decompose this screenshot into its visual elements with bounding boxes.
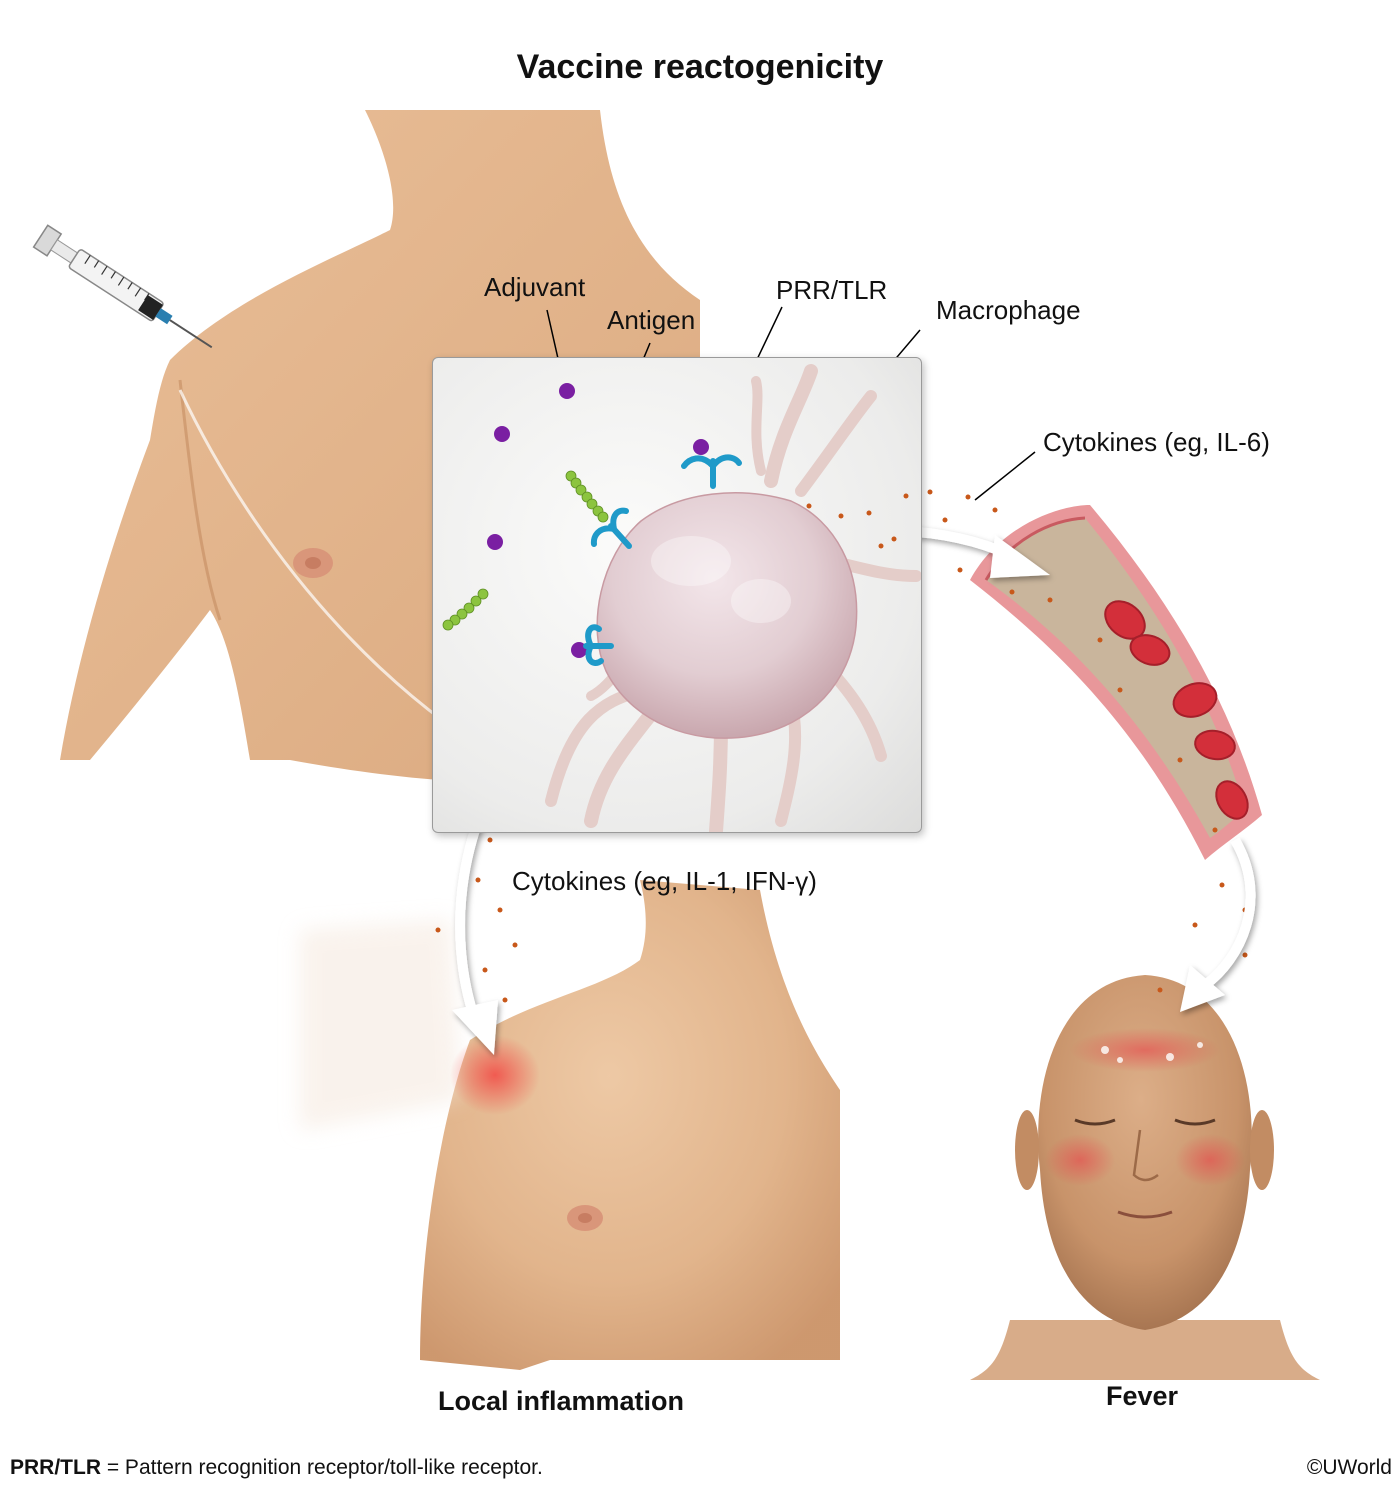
macrophage-panel — [432, 357, 922, 833]
label-prr-tlr: PRR/TLR — [776, 275, 888, 305]
fever-head — [970, 975, 1320, 1380]
label-antigen: Antigen — [607, 305, 696, 335]
macrophage-body — [596, 492, 858, 739]
arrow-to-head — [1180, 837, 1256, 1012]
label-cytokines-il6: Cytokines (eg, IL-6) — [1043, 427, 1270, 457]
caption-fever: Fever — [1106, 1381, 1179, 1411]
lower-torso — [300, 880, 840, 1370]
figure-title: Vaccine reactogenicity — [516, 48, 884, 86]
macrophage-art — [442, 364, 921, 832]
prr-tlr-receptors — [583, 454, 742, 666]
label-cytokines-il1: Cytokines (eg, IL-1, IFN-γ) — [512, 866, 817, 896]
antigen-chains — [442, 470, 609, 631]
copyright: ©UWorld — [1306, 1456, 1392, 1479]
caption-local-inflammation: Local inflammation — [438, 1386, 685, 1416]
label-macrophage: Macrophage — [936, 295, 1081, 325]
red-blood-cells — [1104, 600, 1249, 820]
footer-abbreviation: PRR/TLR = Pattern recognition receptor/t… — [10, 1456, 543, 1480]
label-adjuvant: Adjuvant — [484, 272, 586, 302]
footer-abbr-term: PRR/TLR — [10, 1456, 101, 1479]
syringe-icon — [32, 224, 213, 349]
footer-abbr-definition: = Pattern recognition receptor/toll-like… — [101, 1456, 543, 1479]
